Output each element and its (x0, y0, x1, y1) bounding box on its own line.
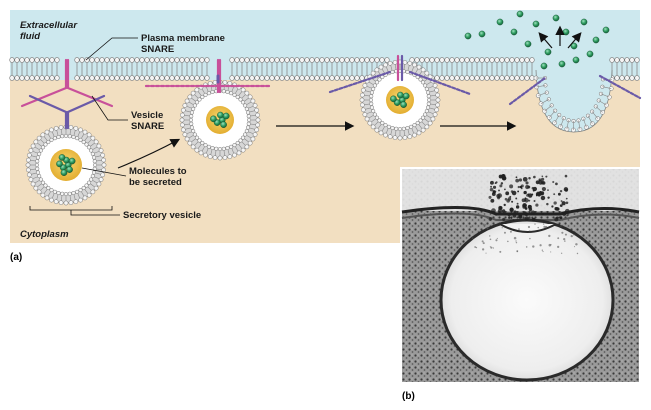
vesicle (179, 79, 261, 161)
vesicle-snare-label-2: SNARE (131, 121, 164, 132)
plasma-membrane (9, 57, 640, 81)
cytoplasm-label: Cytoplasm (20, 229, 69, 240)
molecule (570, 42, 578, 50)
release-arrows (538, 25, 582, 49)
molecule (516, 10, 524, 18)
molecule (496, 18, 504, 26)
molecule (540, 62, 548, 70)
secretory-vesicles (25, 59, 615, 206)
molecule (544, 48, 552, 56)
molecule (524, 40, 532, 48)
molecule (532, 20, 540, 28)
molecule (558, 60, 566, 68)
molecule (552, 14, 560, 22)
plasma-membrane-snare-label-2: SNARE (141, 44, 174, 55)
fused-vesicle (533, 69, 615, 133)
molecule (592, 36, 600, 44)
panel-a-label: (a) (10, 252, 22, 263)
extracellular-fluid-label: Extracellular (20, 20, 78, 31)
vesicle-snare-label: Vesicle (131, 110, 163, 121)
molecule (602, 26, 610, 34)
process-arrows (117, 121, 517, 169)
panel-b-label: (b) (402, 391, 415, 402)
electron-micrograph (400, 167, 641, 384)
vesicle (25, 124, 107, 206)
molecule (572, 56, 580, 64)
secretory-vesicle-label: Secretory vesicle (123, 210, 201, 221)
molecule (464, 32, 472, 40)
released-molecules (464, 10, 610, 70)
extracellular-fluid-label-2: fluid (20, 31, 40, 42)
extracellular-fluid-region (10, 10, 640, 80)
snare-proteins (20, 54, 642, 130)
molecule (580, 18, 588, 26)
plasma-membrane-snare-label: Plasma membrane (141, 33, 225, 44)
molecule (478, 30, 486, 38)
molecule (510, 28, 518, 36)
molecules-label: Molecules to (129, 166, 187, 177)
vesicle (359, 59, 441, 141)
molecule (562, 28, 570, 36)
molecule (586, 50, 594, 58)
molecules-label-2: be secreted (129, 177, 182, 188)
callout-lines (29, 37, 138, 216)
